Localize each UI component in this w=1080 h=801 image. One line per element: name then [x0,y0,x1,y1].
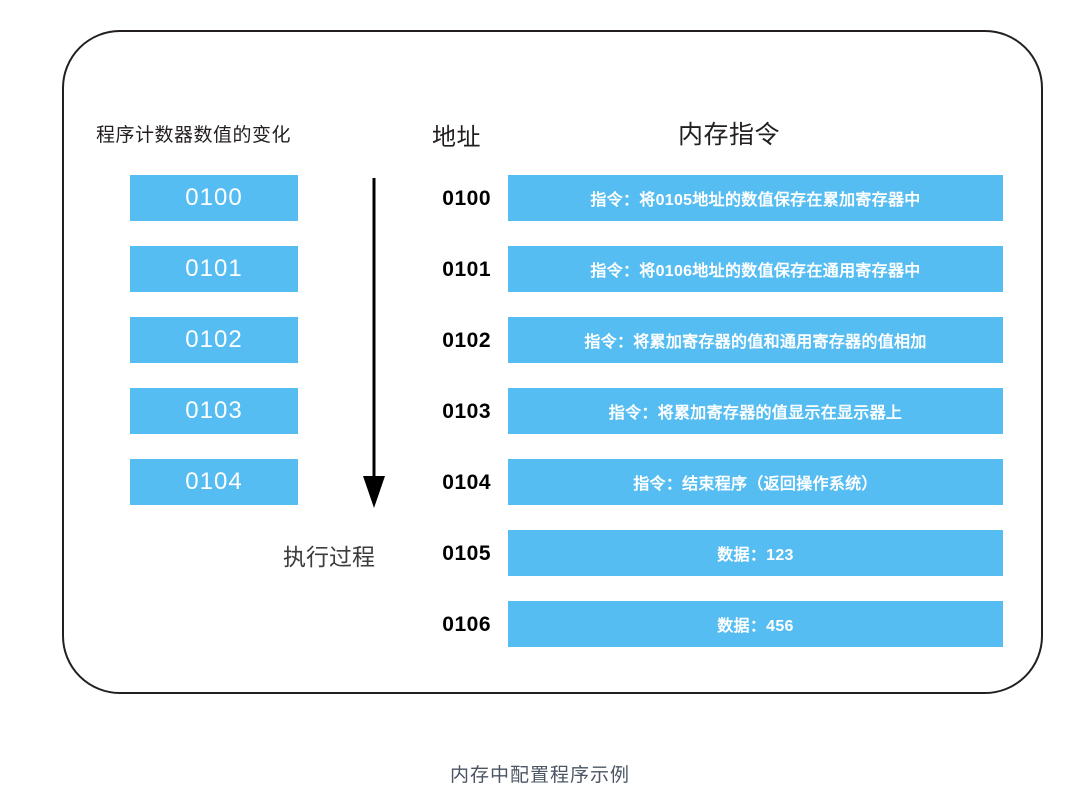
program-counter-box: 0104 [130,459,298,505]
memory-instruction-bar: 数据：456 [508,601,1003,647]
address-label: 0105 [442,542,491,565]
memory-instruction-bar: 指令：将累加寄存器的值显示在显示器上 [508,388,1003,434]
figure-caption: 内存中配置程序示例 [449,765,630,786]
column-header-address: 地址 [432,124,481,151]
address-label: 0106 [442,613,491,636]
memory-instruction-bar: 数据：123 [508,530,1003,576]
address-label: 0104 [442,471,491,494]
program-counter-box: 0102 [130,317,298,363]
address-label: 0102 [442,329,491,352]
memory-instruction-bar: 指令：结束程序（返回操作系统） [508,459,1003,505]
memory-instruction-bar: 指令：将0106地址的数值保存在通用寄存器中 [508,246,1003,292]
memory-instruction-bar: 指令：将0105地址的数值保存在累加寄存器中 [508,175,1003,221]
program-counter-box: 0103 [130,388,298,434]
arrow-down-icon [363,178,385,508]
memory-instruction-bar: 指令：将累加寄存器的值和通用寄存器的值相加 [508,317,1003,363]
address-label: 0103 [442,400,491,423]
program-counter-box: 0101 [130,246,298,292]
address-label: 0101 [442,258,491,281]
column-header-program-counter: 程序计数器数值的变化 [96,125,292,146]
address-label: 0100 [442,187,491,210]
execution-process-label: 执行过程 [283,544,375,570]
column-header-memory: 内存指令 [678,121,781,149]
program-counter-box: 0100 [130,175,298,221]
